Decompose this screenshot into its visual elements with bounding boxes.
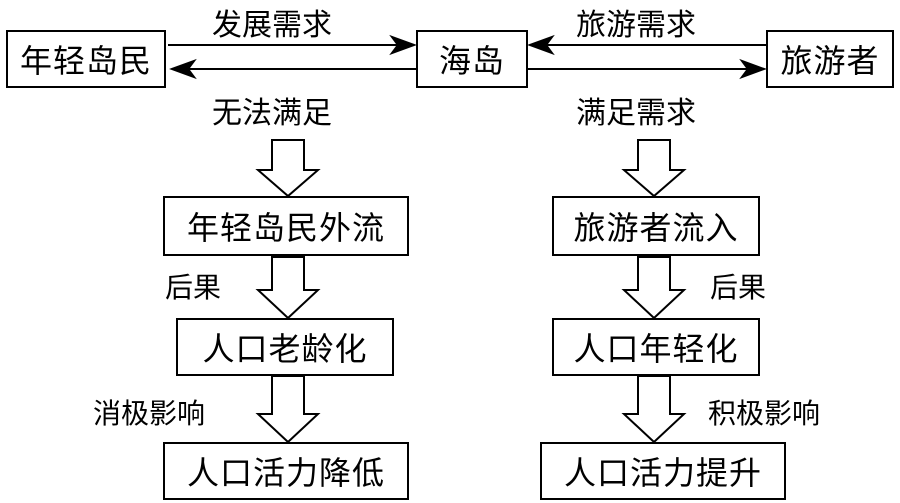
block-arrow-right-1 (621, 139, 687, 198)
label-positive-impact: 积极影响 (708, 397, 821, 430)
arrow-island-to-youth (169, 58, 418, 80)
label-development-needs: 发展需求 (212, 8, 332, 43)
block-arrow-left-1 (255, 139, 321, 198)
box-youth-outflow: 年轻岛民外流 (163, 196, 409, 256)
arrow-island-to-tourist (526, 58, 767, 80)
block-arrow-left-3 (255, 375, 321, 444)
box-population-aging: 人口老龄化 (176, 318, 394, 376)
label-left-consequence: 后果 (165, 271, 222, 304)
label-satisfy-needs: 满足需求 (576, 96, 696, 131)
box-tourist-inflow: 旅游者流入 (552, 196, 760, 256)
box-young-islanders: 年轻岛民 (6, 30, 166, 88)
block-arrow-right-3 (621, 375, 687, 444)
box-tourists: 旅游者 (766, 30, 894, 88)
box-vitality-increase: 人口活力提升 (540, 442, 786, 500)
box-vitality-decrease: 人口活力降低 (163, 442, 409, 500)
label-cannot-satisfy: 无法满足 (212, 96, 332, 131)
label-negative-impact: 消极影响 (93, 397, 206, 430)
block-arrow-left-2 (255, 256, 321, 320)
box-island: 海岛 (416, 30, 528, 88)
label-right-consequence: 后果 (710, 271, 767, 304)
box-population-younger: 人口年轻化 (552, 318, 760, 376)
block-arrow-right-2 (621, 256, 687, 320)
label-tourism-needs: 旅游需求 (576, 8, 696, 43)
